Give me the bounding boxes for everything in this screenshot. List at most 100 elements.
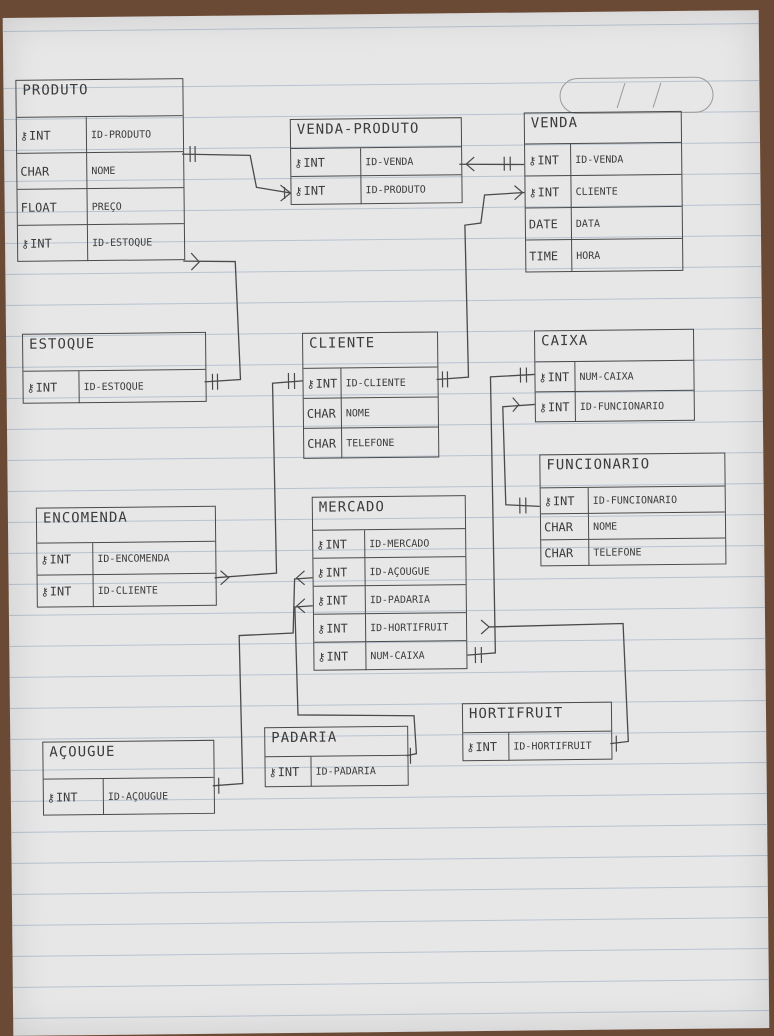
column-type: FLOAT — [17, 189, 88, 226]
table-row: DATE DATA — [525, 205, 683, 241]
link-caixa-mercado — [467, 373, 535, 656]
column-type: ⚷INT — [43, 778, 105, 816]
key-icon: ⚷ — [316, 538, 325, 552]
key-icon: ⚷ — [528, 153, 537, 167]
column-type-label: INT — [28, 128, 51, 143]
column-type-label: DATE — [528, 217, 558, 232]
link-cliente-encomenda — [214, 380, 303, 579]
table-name: ENCOMENDA — [42, 509, 128, 527]
column-type: ⚷INT — [535, 392, 576, 423]
key-icon: ⚷ — [40, 553, 49, 567]
column-type-label: INT — [537, 185, 560, 200]
column-name: ID-HORTIFRUIT — [370, 621, 449, 634]
column-type: ⚷INT — [313, 586, 366, 615]
column-name: CLIENTE — [575, 186, 618, 198]
column-type: CHAR — [540, 513, 590, 541]
link-venda-produto-venda — [459, 163, 525, 166]
column-name: HORA — [576, 250, 601, 262]
column-name: ID-ESTOQUE — [91, 236, 153, 249]
table-name: CAIXA — [541, 332, 589, 350]
column-type-label: INT — [35, 380, 58, 395]
table-name: MERCADO — [318, 499, 385, 516]
column-type: ⚷INT — [463, 732, 510, 762]
column-name: ID-PADARIA — [369, 594, 431, 606]
column-type-label: INT — [55, 790, 78, 805]
column-type: ⚷INT — [37, 575, 94, 608]
column-type: ⚷INT — [525, 176, 572, 209]
key-icon: ⚷ — [317, 622, 326, 636]
column-name: ID-FUNCIONARIO — [592, 494, 678, 507]
column-type-label: INT — [326, 621, 348, 636]
column-name: ID-ENCOMENDA — [97, 552, 170, 565]
key-icon: ⚷ — [294, 156, 303, 170]
column-name: ID-HORTIFRUIT — [513, 740, 592, 753]
column-type-label: TIME — [529, 249, 559, 264]
link-caixa-funcionario — [502, 403, 540, 508]
column-type-label: CHAR — [306, 406, 336, 421]
column-type: CHAR — [303, 398, 343, 429]
column-name: PREÇO — [91, 201, 122, 213]
column-name: TELEFONE — [593, 546, 642, 559]
column-name: TELEFONE — [346, 437, 395, 449]
column-name: ID-AÇOUGUE — [107, 790, 169, 803]
column-type: ⚷INT — [23, 371, 80, 404]
key-icon: ⚷ — [317, 650, 326, 664]
column-name: ID-PRODUTO — [90, 128, 152, 141]
column-type-label: CHAR — [544, 546, 574, 561]
link-venda-cliente — [436, 191, 525, 381]
column-type-label: CHAR — [543, 520, 574, 535]
column-type-label: CHAR — [20, 164, 50, 179]
column-type: ⚷INT — [16, 117, 88, 154]
column-name: ID-CLIENTE — [97, 584, 158, 597]
column-type-label: INT — [303, 155, 326, 170]
column-type: CHAR — [17, 153, 88, 190]
column-type-label: INT — [325, 593, 348, 608]
column-type-label: INT — [303, 183, 326, 198]
column-name: NOME — [91, 165, 116, 177]
column-type: ⚷INT — [17, 225, 89, 262]
column-type: ⚷INT — [525, 144, 572, 177]
key-icon: ⚷ — [268, 765, 277, 779]
column-type-label: INT — [49, 584, 72, 599]
relationship-lines — [182, 145, 629, 794]
table-name: HORTIFRUIT — [468, 705, 564, 723]
column-type: ⚷INT — [540, 487, 589, 515]
column-name: DATA — [575, 218, 601, 230]
table-name: VENDA — [530, 114, 579, 132]
key-icon: ⚷ — [543, 494, 552, 508]
column-name: ID-CLIENTE — [345, 377, 406, 389]
column-type: TIME — [526, 240, 573, 273]
table-name: PADARIA — [271, 729, 338, 747]
key-icon: ⚷ — [306, 377, 315, 391]
table-row: CHAR NOME — [540, 511, 726, 541]
key-icon: ⚷ — [316, 594, 325, 608]
column-type: ⚷INT — [303, 368, 342, 399]
column-name: NOME — [592, 521, 618, 533]
column-name: ID-VENDA — [365, 156, 414, 168]
column-type-label: INT — [326, 649, 349, 664]
key-icon: ⚷ — [528, 185, 537, 199]
table-row: CHAR TELEFONE — [541, 537, 726, 567]
column-type: ⚷INT — [313, 558, 366, 587]
